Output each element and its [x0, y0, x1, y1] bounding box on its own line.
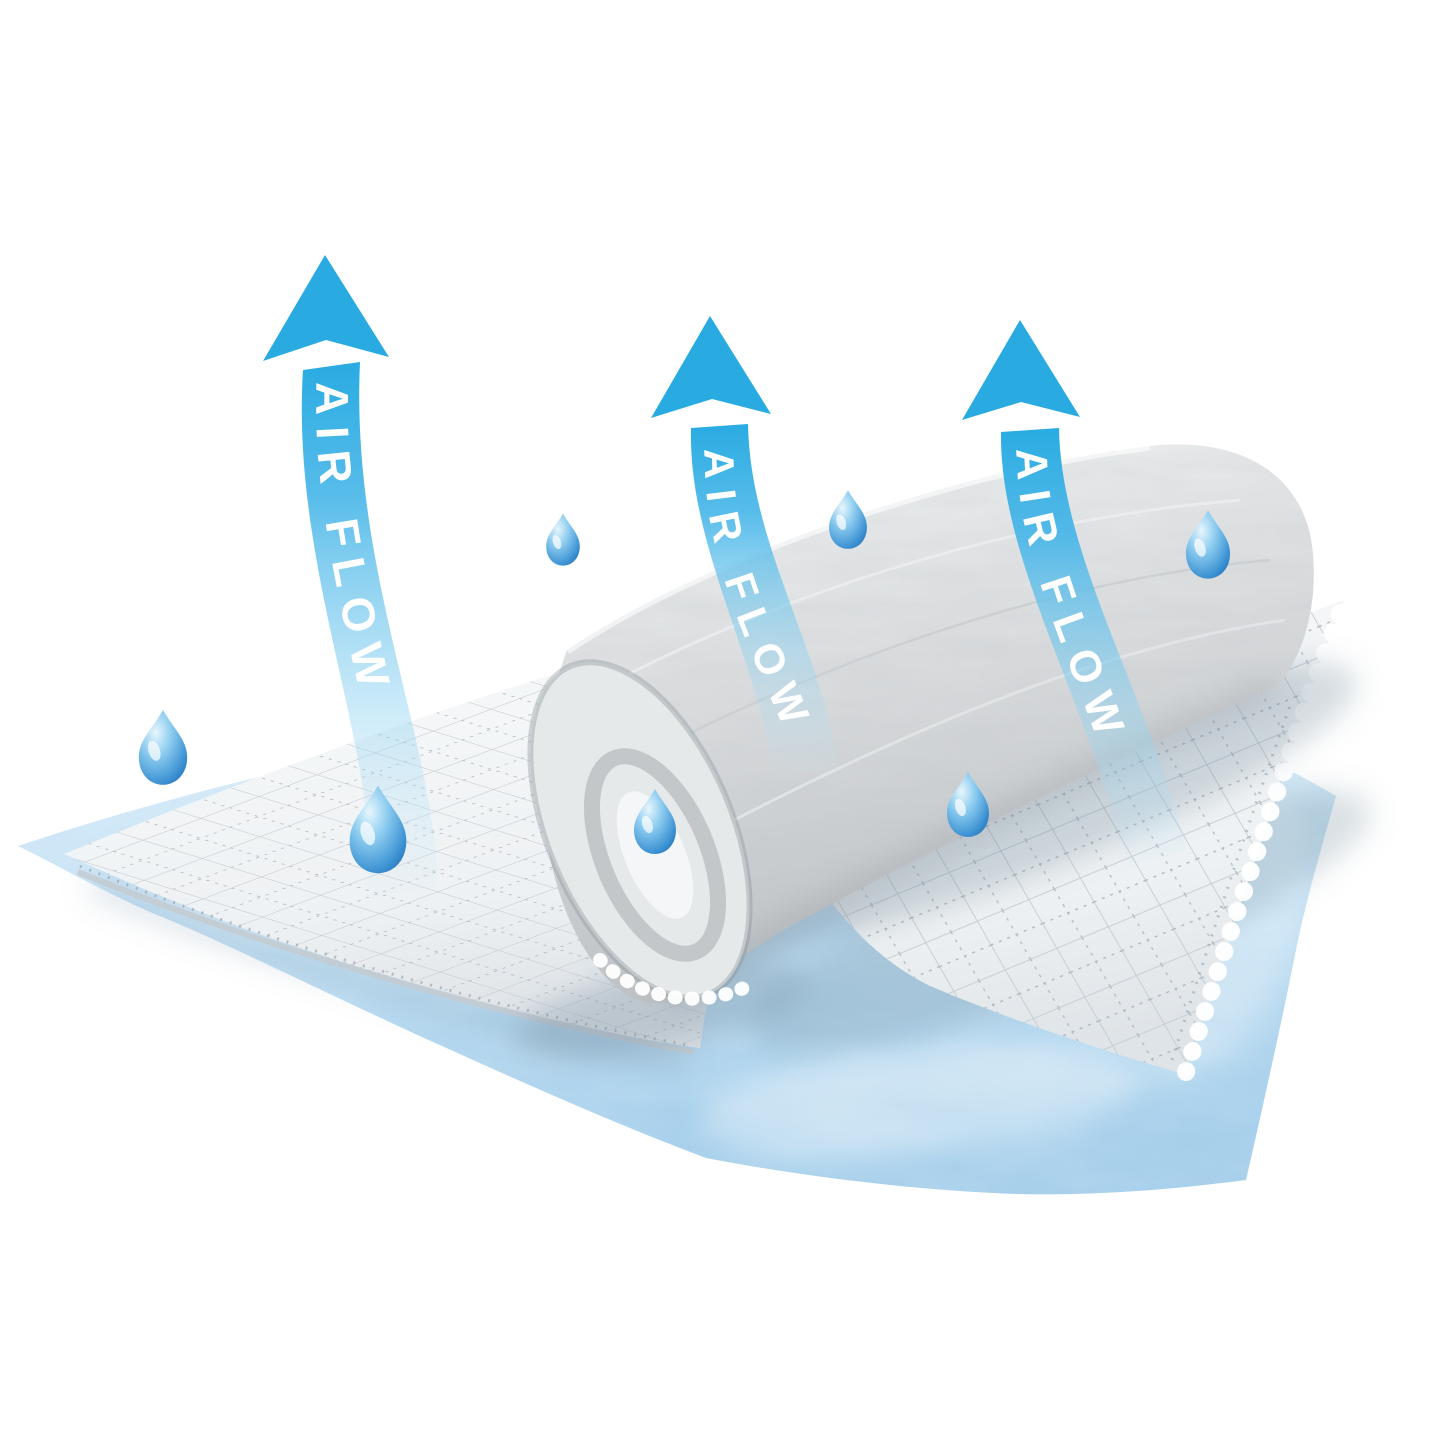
pad-right-fluffy-edge — [1177, 593, 1353, 1081]
airflow-arrowhead-icon — [263, 255, 389, 361]
roll-curl-fluff — [593, 953, 757, 1006]
airflow-arrow-icon — [1000, 428, 1187, 868]
airflow-arrow-icon — [301, 362, 437, 898]
water-drop-icon — [546, 513, 580, 566]
roll-end-shadow — [513, 959, 807, 1061]
airflow-arrow-icon — [690, 424, 837, 778]
airflow-arrowhead-icon — [651, 316, 771, 418]
water-drop-icon — [138, 710, 188, 785]
roll-fiber-stroke — [579, 498, 1241, 702]
airflow-label-1: AIR FLOW — [306, 382, 403, 704]
water-drop-icon — [829, 490, 867, 549]
airflow-arrowhead-icon — [962, 320, 1080, 420]
backsheet-highlight — [701, 1040, 1139, 1160]
roll-curl-ring — [583, 748, 727, 962]
